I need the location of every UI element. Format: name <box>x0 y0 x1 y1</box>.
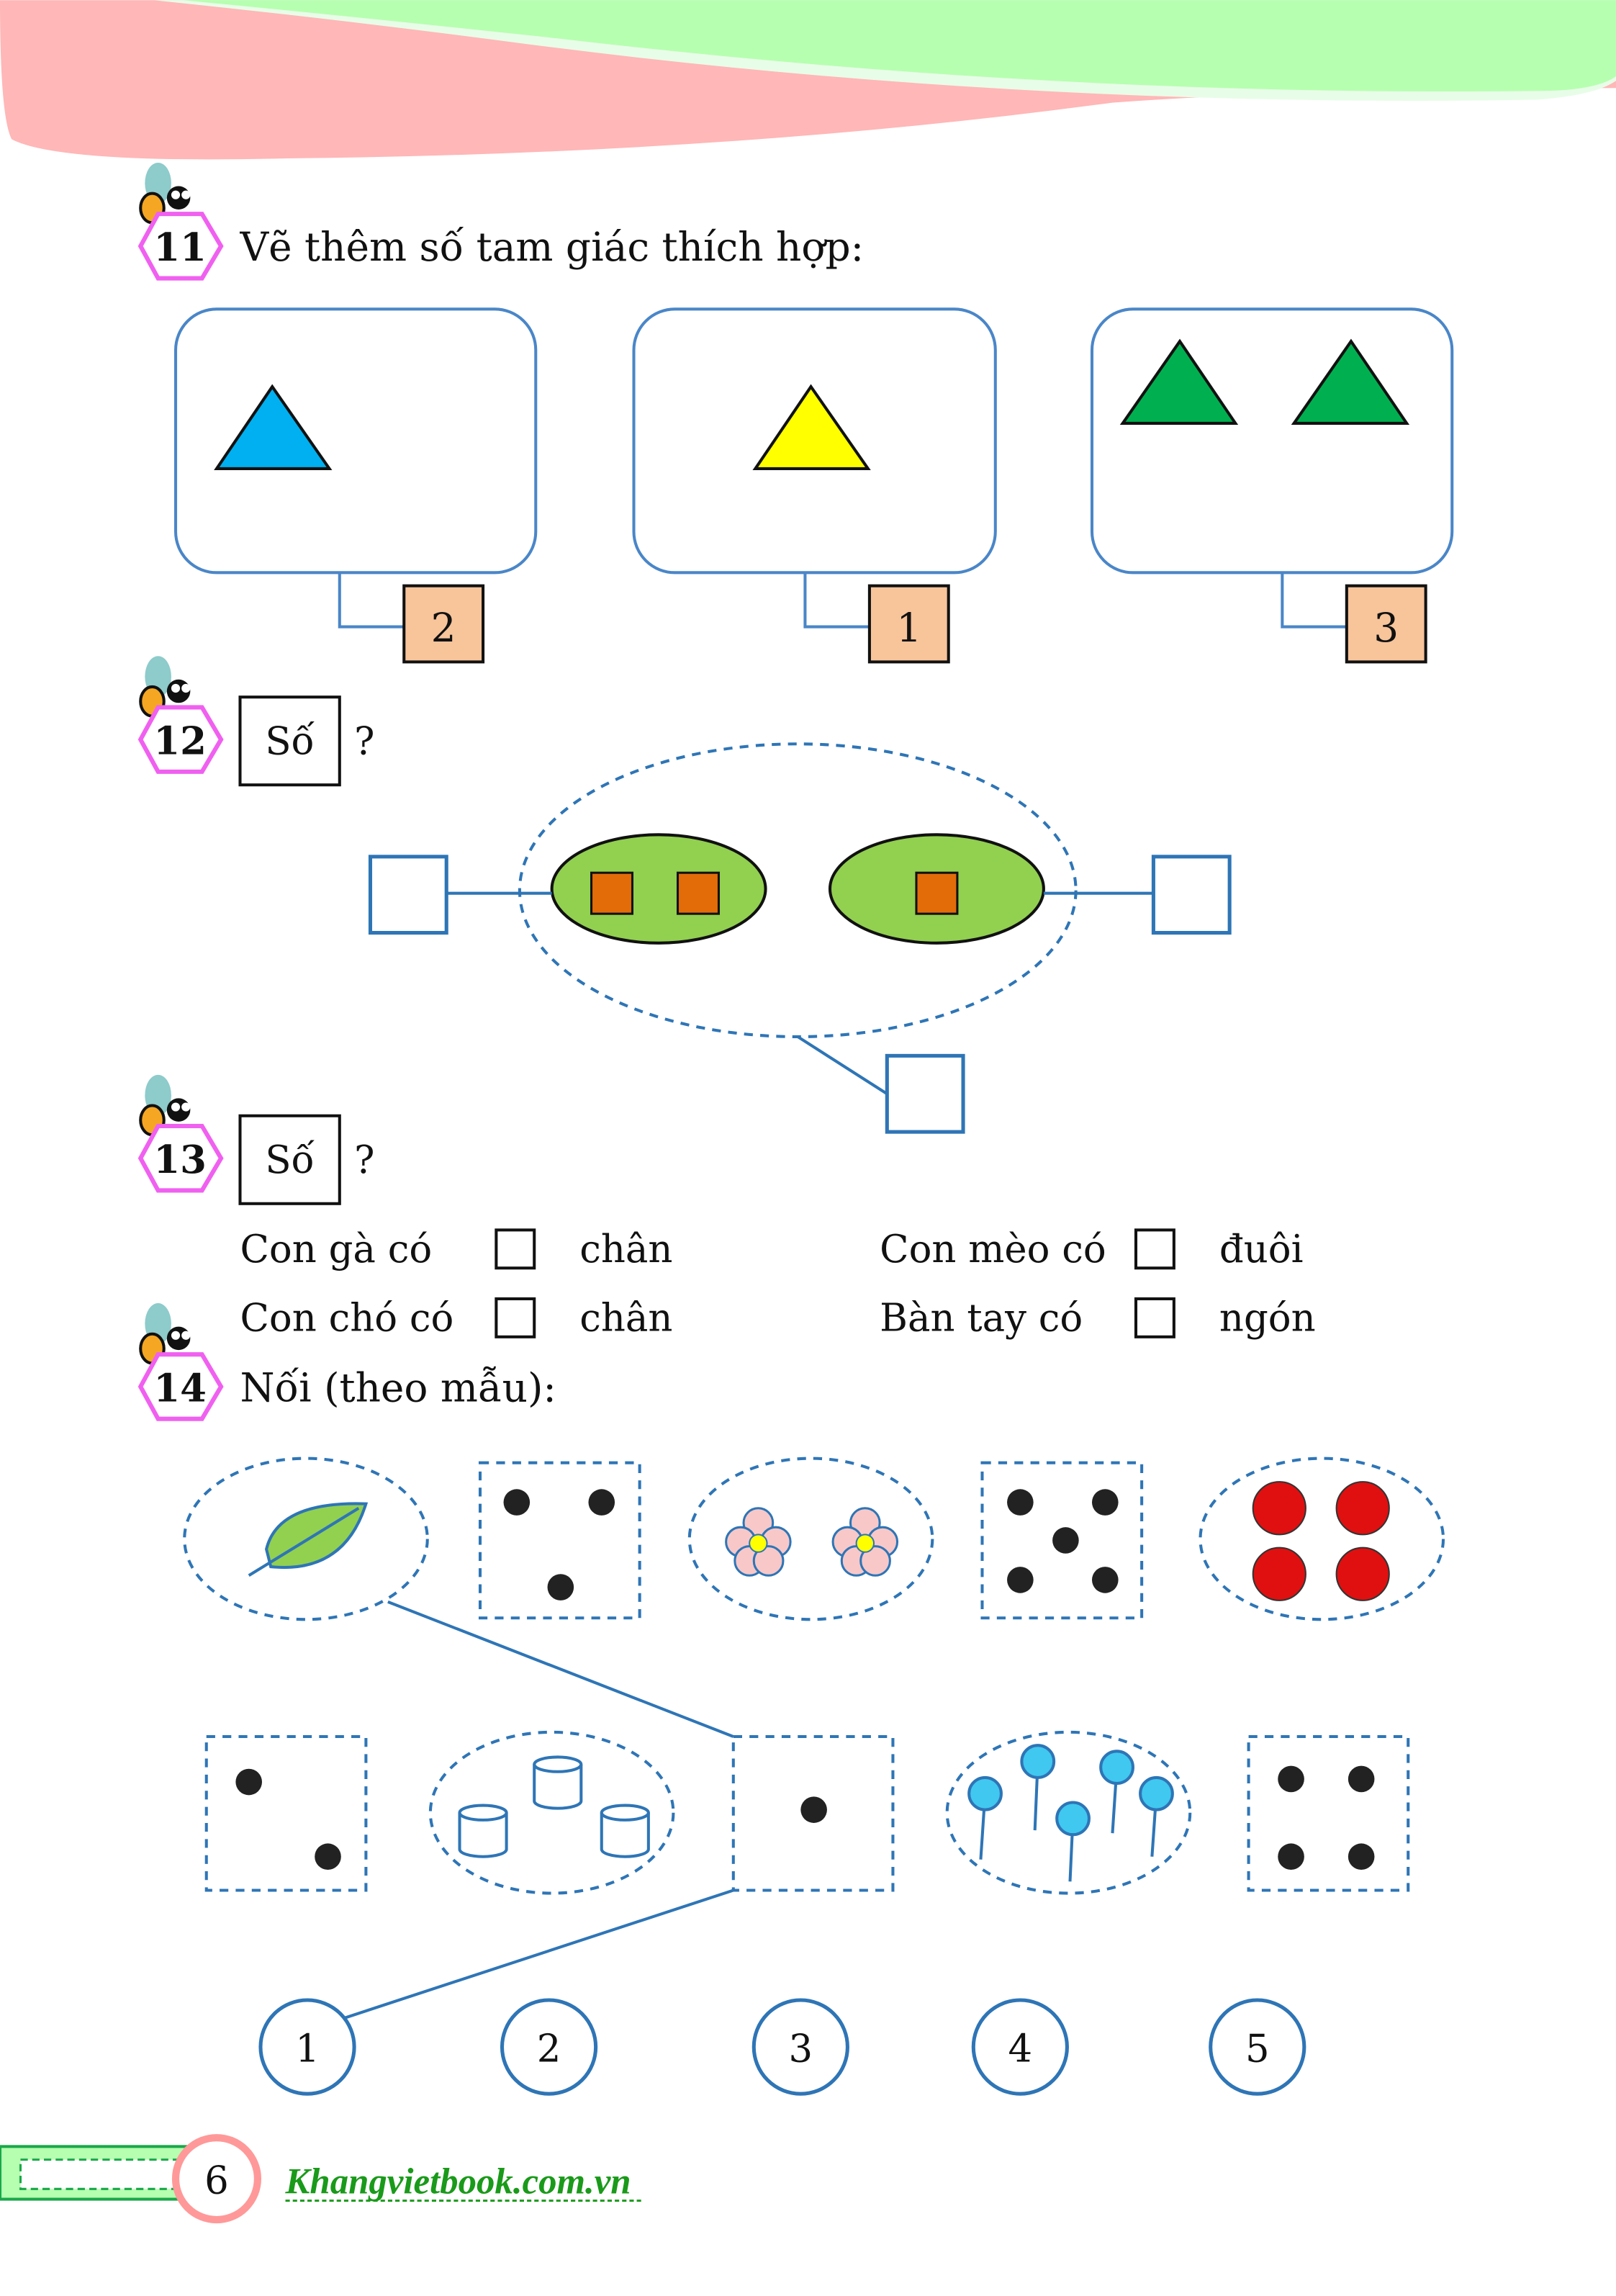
triangle-shape <box>214 384 333 470</box>
flowers-group-2[interactable] <box>687 1457 934 1621</box>
exercise-title: Nối (theo mẫu): <box>240 1364 556 1410</box>
leaf-group[interactable] <box>183 1457 429 1621</box>
number-label: 5 <box>1245 2027 1270 2071</box>
triangle-shape <box>752 384 871 470</box>
number-label: 2 <box>537 2027 561 2071</box>
triangle-box-2[interactable]: 1 <box>632 307 997 664</box>
dots-card-4[interactable] <box>1247 1734 1410 1892</box>
answer-box[interactable] <box>1134 1228 1175 1270</box>
triangle-box-1[interactable]: 2 <box>173 307 538 664</box>
row-suffix: chân <box>579 1297 672 1341</box>
exercise-title: Vẽ thêm số tam giác thích hợp: <box>239 224 864 270</box>
blue-flowers-group-5[interactable] <box>945 1730 1192 1895</box>
dots-card-5[interactable] <box>980 1461 1144 1620</box>
question-mark: ? <box>354 1138 374 1182</box>
blue-flower-icon <box>967 1744 1174 1882</box>
count-value: 1 <box>896 605 921 651</box>
answer-box[interactable] <box>495 1297 536 1338</box>
exercise-13: 13 Số ? Con gà có chân Con mèo có đuôi C… <box>137 1074 1316 1341</box>
answer-box-left[interactable] <box>368 855 448 935</box>
triangle-box-3[interactable]: 3 <box>1090 307 1454 664</box>
orange-square <box>676 871 720 915</box>
number-circle-1[interactable]: 1 <box>258 1998 356 2096</box>
apples-group-4[interactable] <box>1199 1457 1445 1621</box>
leaf-icon <box>248 1502 369 1577</box>
number-label: 4 <box>1008 2027 1033 2071</box>
row-suffix: đuôi <box>1219 1228 1304 1271</box>
answer-box-right[interactable] <box>1151 855 1232 935</box>
answer-box[interactable] <box>495 1228 536 1270</box>
count-box <box>867 584 950 664</box>
exercise-number-badge <box>137 1352 224 1421</box>
group-left <box>550 833 767 945</box>
exercise-12: 12 Số ? <box>137 656 1232 1134</box>
cylinder-icon <box>458 1755 650 1858</box>
so-label: Số <box>265 1138 315 1182</box>
pink-flower-icon <box>725 1507 899 1577</box>
row-suffix: chân <box>579 1228 672 1271</box>
count-value: 2 <box>431 605 456 651</box>
row-suffix: ngón <box>1219 1297 1316 1341</box>
bee-icon <box>139 1074 191 1137</box>
page-number-circle <box>171 2134 261 2224</box>
exercise-number: 11 <box>153 225 207 270</box>
page-number: 6 <box>204 2158 229 2202</box>
footer: 6 Khangvietbook.com.vn <box>0 2134 644 2224</box>
count-value: 3 <box>1373 605 1399 651</box>
exercise-number-badge <box>137 705 224 774</box>
exercise-number: 12 <box>153 719 207 763</box>
dots-card-1[interactable] <box>731 1734 895 1892</box>
orange-square <box>915 871 959 915</box>
row-prefix: Con gà có <box>240 1228 432 1271</box>
exercise-14: 14 Nối (theo mẫu): <box>137 1303 1445 2096</box>
number-circle-2[interactable]: 2 <box>500 1998 598 2096</box>
exercise-number: 13 <box>153 1138 207 1182</box>
dots-card-3[interactable] <box>478 1461 641 1620</box>
number-label: 3 <box>789 2027 813 2071</box>
triangle-shape <box>1119 338 1239 425</box>
cylinders-group-3[interactable] <box>428 1730 675 1895</box>
so-label-box <box>238 1114 341 1205</box>
row-prefix: Bàn tay có <box>880 1297 1083 1341</box>
number-label: 1 <box>295 2027 320 2071</box>
exercise-number-badge <box>137 212 224 281</box>
answer-box[interactable] <box>1134 1297 1175 1338</box>
count-box <box>1345 584 1427 664</box>
bee-icon <box>139 1303 191 1365</box>
connect-line-example <box>345 1888 734 2020</box>
number-circle-4[interactable]: 4 <box>971 1998 1069 2096</box>
row-prefix: Con chó có <box>240 1297 453 1341</box>
so-label: Số <box>265 719 315 763</box>
question-mark: ? <box>354 719 374 763</box>
answer-box-total[interactable] <box>885 1053 965 1134</box>
number-circle-3[interactable]: 3 <box>751 1998 849 2096</box>
connect-line-example <box>387 1600 734 1738</box>
count-box <box>402 584 485 664</box>
exercise-number: 14 <box>153 1366 207 1410</box>
row-prefix: Con mèo có <box>880 1228 1106 1271</box>
triangle-shape <box>1291 338 1410 425</box>
dots-card-2[interactable] <box>204 1734 368 1892</box>
number-circle-5[interactable]: 5 <box>1209 1998 1306 2096</box>
exercise-11: 11 Vẽ thêm số tam giác thích hợp: 2 1 3 <box>137 162 1454 664</box>
apple-icon <box>1252 1481 1390 1601</box>
so-label-box <box>238 695 341 787</box>
header-decoration <box>0 0 1616 160</box>
orange-square <box>590 871 634 915</box>
exercise-number-badge <box>137 1123 224 1193</box>
website-link[interactable]: Khangvietbook.com.vn <box>285 2161 631 2201</box>
